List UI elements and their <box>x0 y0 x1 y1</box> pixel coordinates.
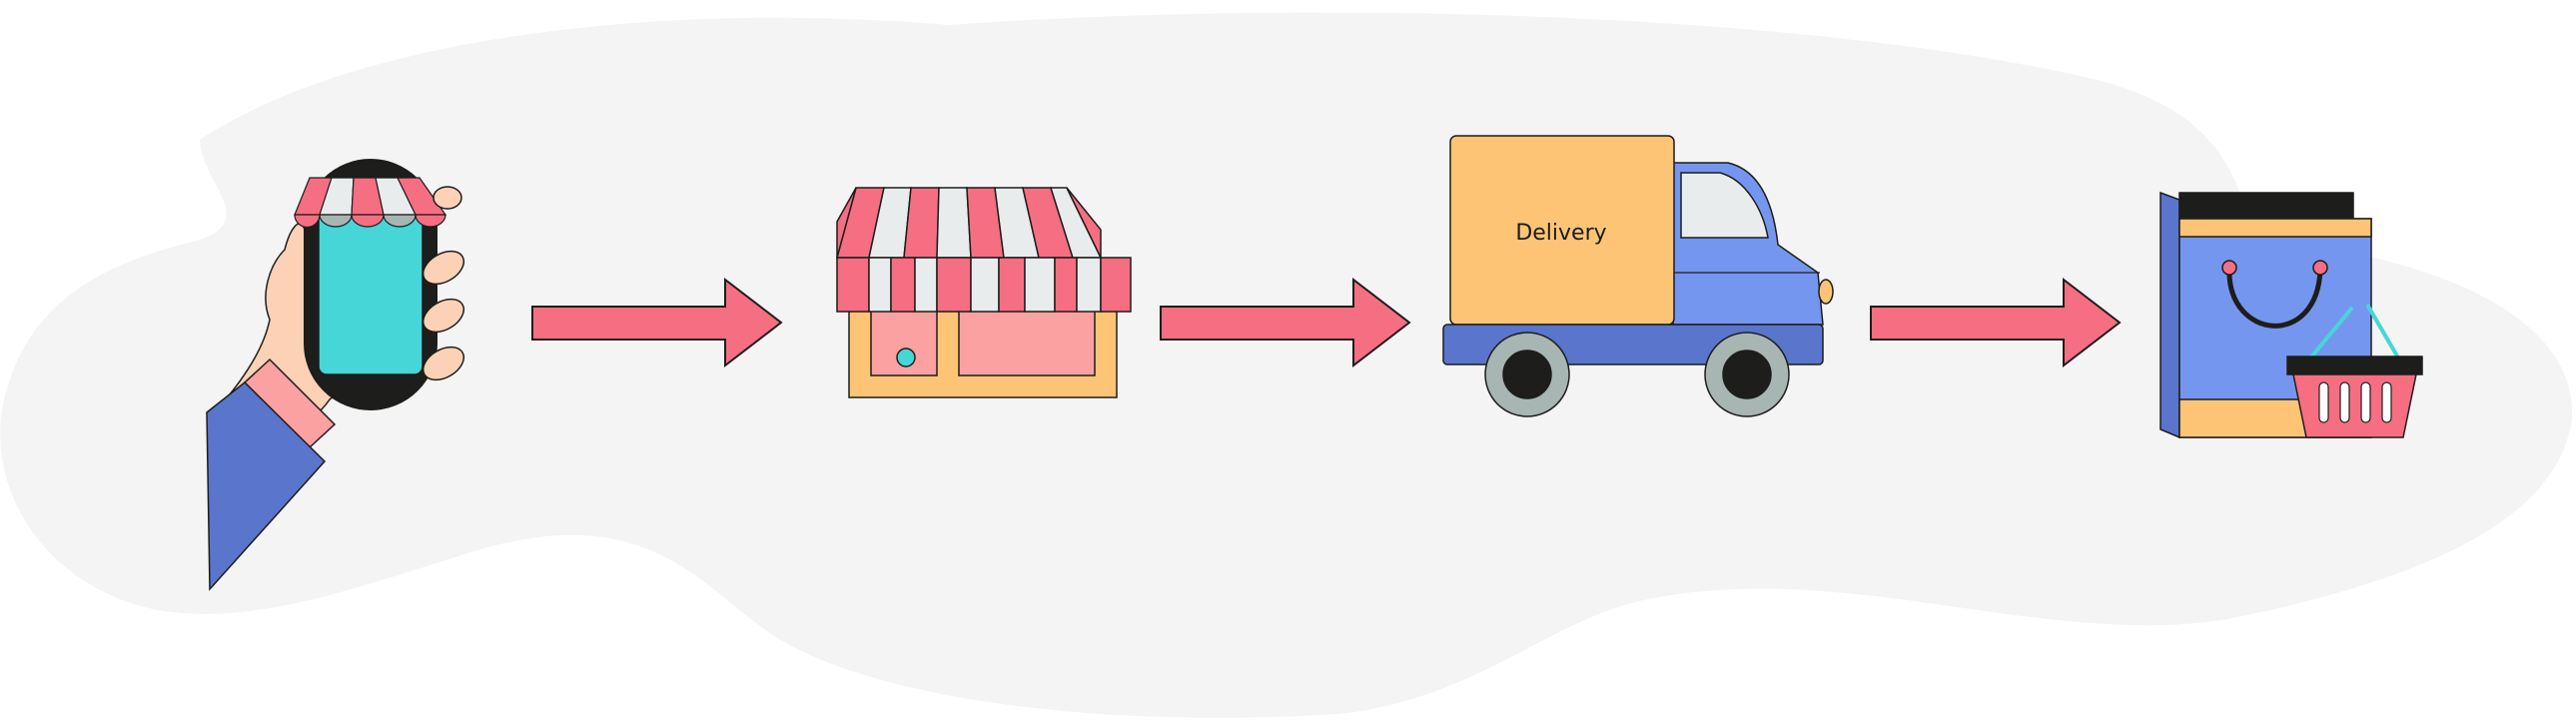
sleeve <box>206 381 327 591</box>
door-knob <box>896 348 916 367</box>
background-blob <box>0 12 2573 718</box>
smartphone-shop-icon <box>206 159 465 591</box>
bag-handle <box>2226 269 2323 329</box>
arrow-right-icon <box>1870 277 2122 368</box>
storefront-icon <box>836 187 1132 398</box>
phone-screen <box>318 204 424 375</box>
arrow-right-icon <box>531 277 783 368</box>
bag-side <box>2159 191 2180 439</box>
fingers <box>422 186 465 381</box>
bag-top <box>2178 192 2354 220</box>
basket-rim <box>2286 356 2423 375</box>
phone-awning <box>294 177 447 229</box>
arrow-right-icon <box>1160 277 1411 368</box>
delivery-truck-icon <box>1442 135 1834 417</box>
truck-headlight <box>1818 279 1834 305</box>
store-awning <box>836 187 1132 313</box>
shopping-bag-basket-icon <box>2159 191 2423 439</box>
truck-window <box>1680 172 1769 239</box>
store-window <box>958 307 1096 376</box>
basket-body <box>2292 373 2417 438</box>
truck-label: Delivery <box>1515 221 1606 246</box>
